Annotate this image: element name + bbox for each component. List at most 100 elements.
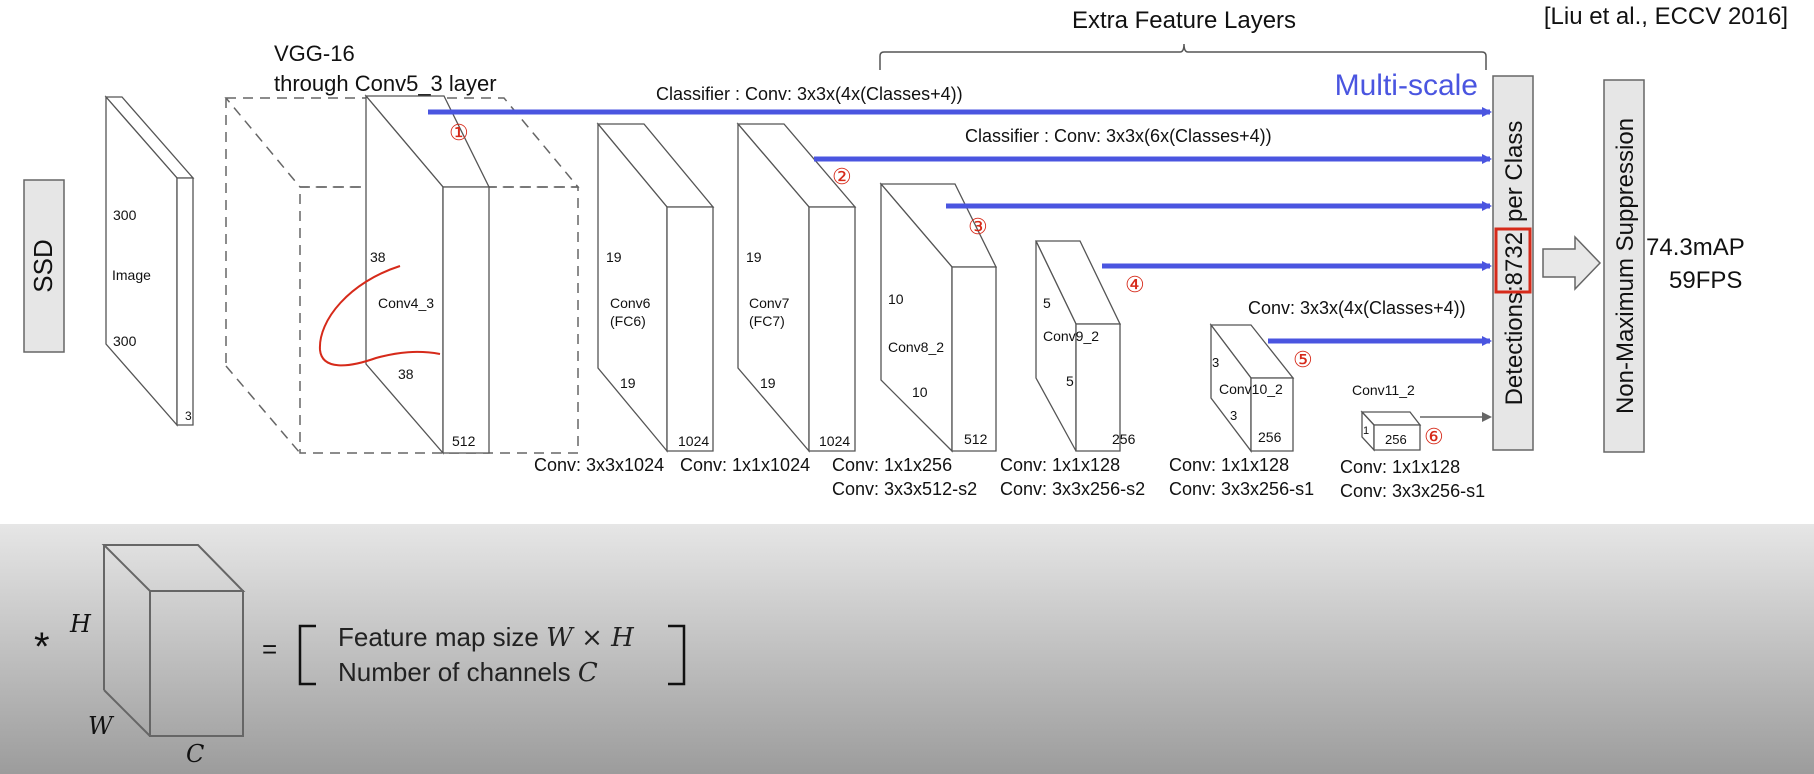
- detections-count-highlight: [1494, 227, 1532, 294]
- conv9-label: Conv9_2: [1043, 328, 1099, 344]
- conv9-op-label-b: Conv: 3x3x256-s2: [1000, 479, 1145, 499]
- detections-num: 8732: [1501, 232, 1528, 285]
- image-width: 300: [113, 207, 137, 223]
- conv10-width: 3: [1212, 355, 1219, 370]
- conv8-op-label-b: Conv: 3x3x512-s2: [832, 479, 977, 499]
- conv11-op-label-a: Conv: 1x1x128: [1340, 457, 1460, 477]
- legend-line-2-prefix: Number of channels: [338, 657, 578, 687]
- extra-layers-brace: [879, 43, 1487, 70]
- conv7-width: 19: [746, 249, 762, 265]
- conv6-width: 19: [606, 249, 622, 265]
- detections-box: [1492, 75, 1534, 451]
- legend-line-2: Number of channels C: [338, 655, 634, 690]
- conv6-height: 19: [620, 375, 636, 391]
- conv7-channels: 1024: [819, 433, 850, 449]
- legend-c: C: [186, 740, 204, 768]
- legend-line-1-prefix: Feature map size: [338, 622, 547, 652]
- legend-w: W: [88, 712, 115, 740]
- ssd-box: [23, 179, 65, 353]
- conv11-width: 1: [1363, 425, 1369, 437]
- multiscale-label: Multi-scale: [1335, 69, 1478, 102]
- citation: [Liu et al., ECCV 2016]: [1544, 3, 1788, 30]
- image-label: Image: [112, 267, 151, 283]
- classifier-label-2: Classifier : Conv: 3x3x(6x(Classes+4)): [965, 126, 1272, 146]
- nms-arrow: [1542, 235, 1602, 291]
- conv8-height: 10: [912, 384, 928, 400]
- conv8-op-label-a: Conv: 1x1x256: [832, 455, 952, 475]
- marker-4: ④: [1125, 272, 1145, 297]
- conv9-height: 5: [1066, 373, 1074, 389]
- marker-1: ①: [449, 120, 469, 145]
- legend-equals: =: [262, 634, 277, 664]
- extra-layers-title: Extra Feature Layers: [1072, 7, 1296, 34]
- conv10-label: Conv10_2: [1219, 381, 1283, 397]
- conv10-op-label-b: Conv: 3x3x256-s1: [1169, 479, 1314, 499]
- vgg-label-line2: through Conv5_3 layer: [274, 71, 497, 96]
- conv11-2-block: [1360, 410, 1422, 452]
- conv7-height: 19: [760, 375, 776, 391]
- marker-2: ②: [832, 164, 852, 189]
- nms-label: Non-Maximum Suppression: [1612, 118, 1639, 414]
- conv9-op-label-a: Conv: 1x1x128: [1000, 455, 1120, 475]
- legend-line-1: Feature map size W × H: [338, 620, 634, 655]
- annotation-scribble: [318, 265, 441, 367]
- classifier-label-1: Classifier : Conv: 3x3x(4x(Classes+4)): [656, 84, 963, 104]
- image-height: 300: [113, 333, 137, 349]
- legend-line-2-var: C: [577, 658, 598, 688]
- conv4-channels: 512: [452, 433, 476, 449]
- legend-h: H: [69, 610, 92, 638]
- conv7-label2: (FC7): [749, 313, 785, 329]
- marker-3: ③: [968, 214, 988, 239]
- conv7-block: [736, 122, 857, 453]
- legend-area: [0, 524, 1814, 774]
- vgg-label-line1: VGG-16: [274, 41, 355, 66]
- conv6-label2: (FC6): [610, 313, 646, 329]
- detections-text: Detections:8732 per Class: [1501, 121, 1528, 406]
- legend-star: *: [34, 625, 50, 669]
- conv10-op-label-a: Conv: 1x1x128: [1169, 455, 1289, 475]
- legend-bracket-right: [668, 624, 686, 686]
- conv6-label1: Conv6: [610, 295, 651, 311]
- legend-bracket-left: [298, 624, 316, 686]
- image-channels: 3: [185, 409, 192, 423]
- detections-pre: Detections:: [1501, 285, 1528, 405]
- conv9-2-block: [1034, 240, 1122, 452]
- marker-6: ⑥: [1424, 424, 1444, 449]
- input-image-block: [104, 95, 195, 427]
- conv8-width: 10: [888, 291, 904, 307]
- result-fps: 59FPS: [1669, 267, 1742, 294]
- result-map: 74.3mAP: [1646, 234, 1745, 261]
- conv10-channels: 256: [1258, 429, 1282, 445]
- ssd-label: SSD: [28, 239, 58, 292]
- conv11-channels: 256: [1385, 432, 1407, 447]
- conv11-op-label-b: Conv: 3x3x256-s1: [1340, 481, 1485, 501]
- legend-description: Feature map size W × H Number of channel…: [338, 620, 634, 690]
- classifier-arrows: [428, 107, 1492, 346]
- conv7-label1: Conv7: [749, 295, 790, 311]
- conv6-op-label: Conv: 3x3x1024: [534, 455, 664, 475]
- conv10-2-block: [1209, 323, 1295, 453]
- nms-box: [1603, 79, 1645, 453]
- circled-markers: ① ② ③ ④ ⑤ ⑥: [449, 120, 1444, 449]
- marker-5: ⑤: [1293, 347, 1313, 372]
- classifier-label-3: Conv: 3x3x(4x(Classes+4)): [1248, 298, 1466, 318]
- conv10-height: 3: [1230, 408, 1237, 423]
- legend-line-1-var: W × H: [546, 623, 634, 653]
- conv7-op-label: Conv: 1x1x1024: [680, 455, 810, 475]
- conv4-height: 38: [398, 366, 414, 382]
- conv4-width: 38: [370, 249, 386, 265]
- svg-text:Detections:8732per Class: Detections:8732 per Class: [1501, 121, 1528, 406]
- conv9-width: 5: [1043, 295, 1051, 311]
- conv6-block: [596, 122, 715, 453]
- legend-cube: [101, 544, 246, 737]
- conv9-channels: 256: [1112, 431, 1136, 447]
- conv8-label: Conv8_2: [888, 339, 944, 355]
- conv4-3-block: [364, 94, 491, 455]
- conv11-label: Conv11_2: [1352, 382, 1415, 398]
- conv8-channels: 512: [964, 431, 988, 447]
- detections-post: per Class: [1501, 121, 1528, 222]
- conv6-channels: 1024: [678, 433, 709, 449]
- conv4-label: Conv4_3: [378, 295, 434, 311]
- conv8-2-block: [879, 182, 998, 453]
